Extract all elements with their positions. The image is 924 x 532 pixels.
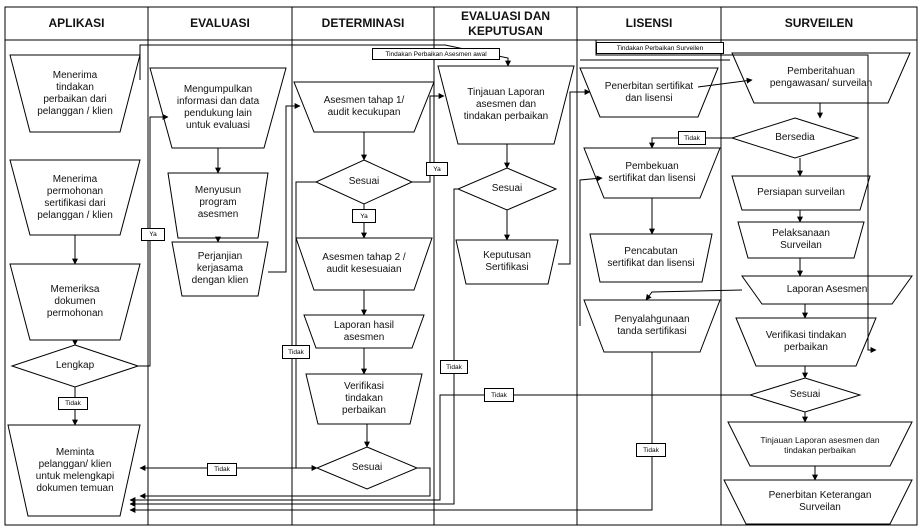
node-penerbitan-sertifikat: Penerbitan sertifikat dan lisensi — [604, 80, 694, 104]
node-meminta-pelanggan: Meminta pelanggan/ klien untuk melengkap… — [35, 446, 115, 494]
shape-sur-pemberitahuan — [731, 52, 911, 104]
node-pencabutan-sertifikat: Pencabutan sertifikat dan lisensi — [607, 246, 695, 269]
shape-sur-laporan — [741, 275, 913, 305]
shape-det-sesuai2 — [315, 446, 419, 490]
node-perjanjian-kerjasama: Perjanjian kerjasama dengan klien — [191, 251, 249, 286]
node-persiapan: Persiapan surveilan — [757, 187, 845, 198]
shape-eva-mengumpulkan — [149, 67, 287, 149]
shape-lis-penyalahgunaan — [583, 299, 721, 353]
label-tidak-ek: Tidak — [440, 360, 468, 374]
shape-app-menerima-tindakan — [9, 54, 141, 133]
label-ya-determinasi: Ya — [352, 209, 376, 223]
shape-sur-verifikasi — [735, 317, 877, 367]
shape-ek-keputusan — [455, 239, 559, 285]
shape-det-verifikasi — [305, 373, 423, 425]
shape-sur-pelaksanaan — [737, 221, 865, 259]
node-menerima-tindakan: Menerima tindakan perbaikan dari pelangg… — [37, 69, 113, 117]
node-tinjauan-sur: Tinjauan Laporan asesmen dan tindakan pe… — [760, 434, 880, 455]
shape-sur-tinjauan — [727, 421, 913, 467]
label-tidak-lisensi: Tidak — [636, 443, 666, 457]
node-verifikasi-sur: Verifikasi tindakan perbaikan — [765, 330, 847, 353]
shape-eva-menyusun — [167, 172, 269, 239]
column-header-determinasi: DETERMINASI — [321, 16, 405, 31]
label-tidak-sesuai-surveilen: Tidak — [484, 388, 514, 402]
label-ya-ek: Ya — [426, 162, 448, 176]
label-tindakan-surveilen: Tindakan Perbaikan Surveilen — [596, 42, 724, 54]
node-pembekuan-sertifikat: Pembekuan sertifikat dan lisensi — [608, 161, 696, 184]
column-header-evaluasi: EVALUASI — [190, 16, 250, 31]
node-penerbitan-keterangan: Penerbitan Keterangan Surveilan — [768, 490, 872, 513]
node-sesuai-2: Sesuai — [351, 462, 383, 473]
node-asesmen-tahap-2: Asesmen tahap 2 / audit kesesuaian — [322, 252, 406, 275]
node-memeriksa-dokumen: Memeriksa dokumen permohonan — [46, 284, 104, 319]
column-header-lisensi: LISENSI — [625, 16, 673, 31]
shape-sur-persiapan — [731, 175, 871, 211]
node-menyusun-program: Menyusun program asesmen — [194, 185, 242, 220]
shape-sur-penerbitan — [723, 479, 913, 525]
column-header-surveilen: SURVEILEN — [784, 16, 854, 31]
node-pelaksanaan: Pelaksanaan Surveilan — [772, 228, 830, 251]
node-sesuai-ek: Sesuai — [491, 183, 523, 194]
node-asesmen-tahap-1: Asesmen tahap 1/ audit kecukupan — [323, 95, 405, 118]
node-mengumpulkan-informasi: Mengumpulkan informasi dan data pendukun… — [176, 84, 260, 131]
label-tindakan-awal: Tindakan Perbaikan Asesmen awal — [372, 48, 500, 60]
shape-det-asesmen2 — [295, 237, 433, 291]
label-tidak-bersedia: Tidak — [678, 131, 706, 145]
label-ya-aplikasi: Ya — [141, 228, 165, 241]
shape-eva-perjanjian — [171, 241, 269, 297]
column-header-aplikasi: APLIKASI — [48, 16, 105, 31]
node-laporan-asesmen: Laporan Asesmen — [786, 284, 868, 295]
node-pemberitahuan: Pemberitahuan pengawasan/ surveilan — [769, 66, 873, 89]
shape-app-memeriksa — [9, 263, 141, 341]
shape-det-asesmen1 — [293, 81, 435, 133]
shape-app-menerima-permohonan — [9, 159, 141, 236]
column-header-evaluasi-keputusan: EVALUASI DAN KEPUTUSAN — [460, 9, 551, 38]
shape-app-meminta — [7, 424, 141, 517]
node-penyalahgunaan: Penyalahgunaan tanda sertifikasi — [614, 314, 690, 337]
node-sesuai-sur: Sesuai — [789, 389, 821, 400]
shape-ek-tinjauan — [437, 65, 575, 145]
label-tidak-det2: Tidak — [207, 463, 237, 476]
label-tidak-aplikasi: Tidak — [58, 397, 88, 410]
diagram-frame — [4, 6, 918, 526]
node-sesuai-1: Sesuai — [348, 176, 380, 187]
node-bersedia: Bersedia — [775, 132, 815, 143]
node-lengkap: Lengkap — [55, 360, 95, 371]
node-menerima-permohonan: Menerima permohonan sertifikasi dari pel… — [37, 173, 113, 221]
shape-sur-bersedia — [730, 117, 860, 159]
shape-det-laporan — [303, 314, 425, 349]
label-tidak-det1: Tidak — [282, 345, 310, 359]
node-tinjauan-laporan: Tinjauan Laporan asesmen dan tindakan pe… — [463, 87, 549, 122]
node-keputusan-sertifikasi: Keputusan Sertifikasi — [483, 250, 531, 273]
shape-lis-pencabutan — [589, 233, 713, 283]
node-laporan-hasil: Laporan hasil asesmen — [333, 319, 395, 343]
shape-lis-penerbitan — [579, 67, 719, 118]
node-verifikasi-det: Verifikasi tindakan perbaikan — [342, 381, 386, 416]
